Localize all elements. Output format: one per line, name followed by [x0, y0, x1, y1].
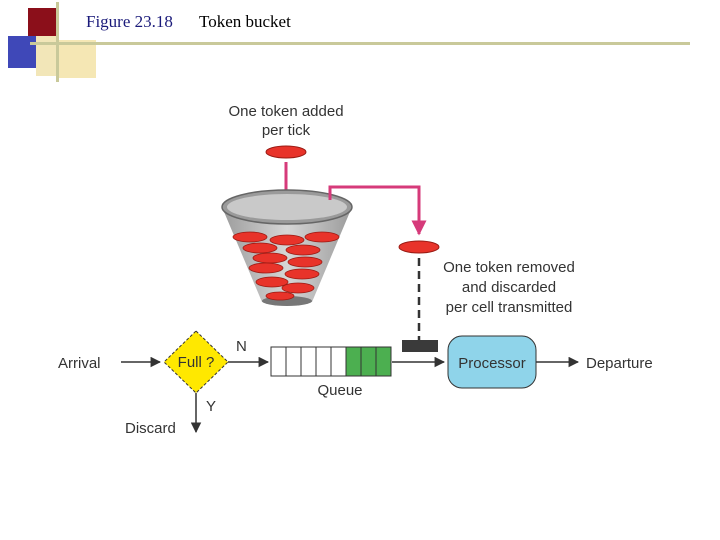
token-gate — [402, 340, 438, 352]
decision-label: Full ? — [178, 354, 215, 371]
token-added-label-line2: per tick — [262, 122, 311, 139]
bucket-token — [232, 231, 268, 243]
token-removed-label-line2: and discarded — [462, 279, 556, 296]
queue-cell-empty — [315, 346, 332, 377]
bucket-token — [248, 262, 284, 274]
token-removed-label-line3: per cell transmitted — [446, 299, 573, 316]
incoming-token — [265, 145, 307, 159]
token-bucket — [222, 207, 352, 302]
removed-token — [398, 240, 440, 254]
discard-label: Discard — [125, 420, 176, 437]
bucket-token — [281, 282, 315, 294]
yes-branch-label: Y — [206, 398, 216, 415]
bucket-token — [285, 244, 321, 256]
bucket-tokens — [232, 231, 340, 301]
queue-cell-filled — [345, 346, 362, 377]
full-decision-diamond — [163, 330, 229, 394]
bucket-token — [269, 234, 305, 246]
figure-number: Figure 23.18 — [86, 12, 173, 31]
bucket-rim-inner — [227, 194, 347, 220]
bucket-token — [255, 276, 289, 288]
bucket-token — [284, 268, 320, 280]
token-removal-arrow — [328, 185, 427, 236]
queue-cell-filled — [375, 346, 392, 377]
queue-label: Queue — [317, 382, 362, 399]
corner-square-red — [28, 8, 58, 38]
no-branch-label: N — [236, 338, 247, 355]
queue — [270, 346, 392, 377]
corner-square-blue — [8, 36, 38, 68]
queue-cell-empty — [285, 346, 302, 377]
bucket-token — [304, 231, 340, 243]
title-underline — [30, 42, 690, 45]
token-removed-label-line1: One token removed — [443, 259, 575, 276]
departure-label: Departure — [586, 355, 653, 372]
token-added-label-line1: One token added — [228, 103, 343, 120]
bucket-token — [252, 252, 288, 264]
bucket-token — [265, 291, 295, 301]
queue-cell-filled — [360, 346, 377, 377]
corner-square-cream-left — [36, 36, 56, 76]
corner-square-cream-right — [58, 40, 96, 78]
queue-cell-empty — [270, 346, 287, 377]
queue-cell-empty — [330, 346, 347, 377]
bucket-token — [242, 242, 278, 254]
queue-cell-empty — [300, 346, 317, 377]
figure-title: Token bucket — [199, 12, 291, 31]
processor-label: Processor — [458, 355, 526, 372]
bucket-token — [287, 256, 323, 268]
arrival-label: Arrival — [58, 355, 101, 372]
